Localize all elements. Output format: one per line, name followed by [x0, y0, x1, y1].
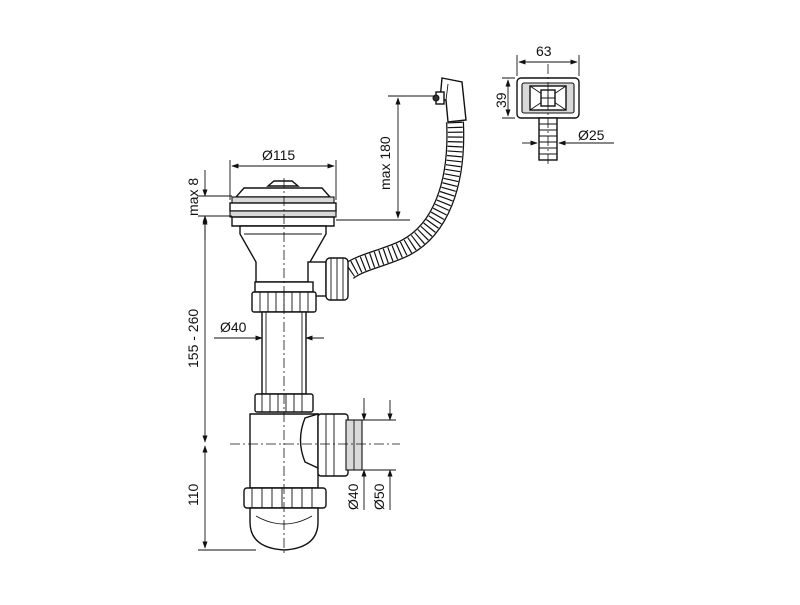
overflow-height-label: 39 — [493, 92, 509, 108]
tube-diameter-label: Ø40 — [220, 319, 247, 335]
outlet-small-diameter-label: Ø40 — [345, 483, 361, 510]
hose-end-diameter-label: Ø25 — [578, 127, 605, 143]
overflow-dimension-lines — [502, 55, 614, 146]
main-dimension-lines — [198, 95, 435, 551]
flange-height-label: max 8 — [185, 178, 201, 216]
sink-strainer — [229, 180, 349, 301]
bowl-diameter-label: Ø115 — [262, 147, 295, 163]
bottle-trap — [243, 413, 363, 551]
overflow-distance-label: max 180 — [377, 136, 393, 190]
corrugated-overflow-hose — [342, 121, 465, 280]
overflow-width-label: 63 — [536, 43, 552, 59]
outlet-large-diameter-label: Ø50 — [371, 483, 387, 510]
overflow-connector — [432, 77, 467, 123]
trap-height-label: 110 — [185, 483, 201, 506]
drain-height-label: 155 - 260 — [185, 309, 201, 368]
overflow-detail — [516, 64, 580, 165]
